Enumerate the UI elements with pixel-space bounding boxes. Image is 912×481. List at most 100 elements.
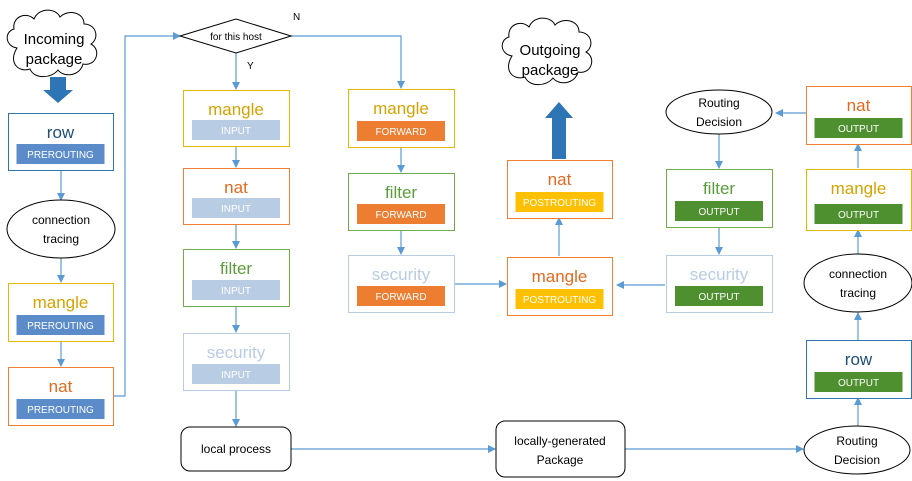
box-security-output-chain-pill [675,286,763,306]
box-mangle-forward-chain-label: FORWARD [375,127,426,138]
ellipse-routing-top: Routing Decision [665,89,773,135]
box-row-prerouting-chain-pill [16,144,105,164]
box-mangle-output-chain-pill [814,204,903,224]
block-arrow-to-outgoing [545,102,573,159]
process-locally-generated: locally-generated Package [495,420,626,478]
box-nat-input-chain-label: INPUT [221,204,251,215]
box-nat-input-title: nat [224,178,248,197]
box-mangle-output-title: mangle [831,179,887,198]
box-mangle-input-title: mangle [208,100,264,119]
cloud-incoming-line2: package [26,51,83,68]
ellipse-conntrack-left-line2: tracing [43,232,79,246]
box-mangle-prerouting-chain-pill [16,315,105,335]
process-locally-generated-line1: locally-generated [514,434,605,448]
box-nat-output-chain-pill [814,118,903,138]
ellipse-routing-bottom-line1: Routing [836,434,877,448]
block-arrows [43,77,573,159]
box-nat-postrouting-chain-label: POSTROUTING [523,198,597,209]
box-mangle-forward-title: mangle [373,99,429,118]
ellipse-conntrack-left-line1: connection [32,213,90,227]
box-mangle-postrouting-chain-label: POSTROUTING [523,295,597,306]
box-nat-prerouting-chain-label: PREROUTING [27,405,94,416]
box-filter-forward-title: filter [385,183,417,202]
box-row-prerouting-chain-label: PREROUTING [27,150,94,161]
box-filter-forward-chain-pill [357,204,445,224]
box-security-input-chain-label: INPUT [221,370,251,381]
box-nat-postrouting-title: nat [548,170,572,189]
decision-no-label: N [293,12,300,23]
decision-yes-label: Y [247,61,254,72]
box-mangle-prerouting-title: mangle [33,293,89,312]
box-row-output-chain-label: OUTPUT [838,378,879,389]
box-filter-input-chain-label: INPUT [221,286,251,297]
box-row-output-title: row [845,350,873,369]
ellipse-routing-bottom: Routing Decision [803,425,911,475]
box-security-input-title: security [207,343,266,362]
box-mangle-postrouting-title: mangle [532,267,588,286]
box-nat-output-title: nat [847,96,871,115]
box-nat-postrouting-chain-pill [515,192,604,212]
cloud-incoming-line1: Incoming [24,31,85,48]
box-security-forward-chain-label: FORWARD [375,292,426,303]
cloud-outgoing-line1: Outgoing [520,42,581,59]
box-mangle-forward-chain-pill [357,121,445,141]
box-filter-forward-chain-label: FORWARD [375,210,426,221]
box-mangle-prerouting-chain-label: PREROUTING [27,321,94,332]
box-row-output-chain-pill [814,372,903,392]
ellipse-conntrack-right-line1: connection [829,267,887,281]
box-mangle-output-chain-label: OUTPUT [838,210,879,221]
ellipse-conntrack-right: connection tracing [803,253,912,313]
box-security-output-chain-label: OUTPUT [698,292,739,303]
box-nat-prerouting-title: nat [49,377,73,396]
box-row-prerouting-title: row [47,123,75,142]
box-security-forward-title: security [372,265,431,284]
connectors [57,32,862,453]
cloud-outgoing: Outgoing package [501,17,593,86]
arrow-nat-pre-to-decision [113,32,181,397]
ellipse-routing-bottom-line2: Decision [834,453,880,467]
decision-for-this-host: for this host Y N [178,12,300,72]
decision-label: for this host [210,32,262,43]
ellipse-routing-top-line1: Routing [698,96,739,110]
arrow-decision-no-to-mangle-fwd [290,35,405,89]
cloud-shape [6,9,98,78]
box-nat-prerouting-chain-pill [16,399,105,419]
process-local: local process [180,426,292,472]
box-filter-output-chain-label: OUTPUT [698,207,739,218]
box-filter-input-title: filter [220,259,252,278]
box-security-input-chain-pill [192,364,280,384]
block-arrow-into-row [43,77,73,103]
decision-diamond [178,18,293,54]
box-mangle-input-chain-label: INPUT [221,126,251,137]
process-local-label: local process [201,442,271,456]
ellipse-conntrack-left: connection tracing [6,199,116,259]
cloud-shape [501,17,593,86]
box-mangle-postrouting-chain-pill [515,289,604,309]
cloud-outgoing-line2: package [522,62,579,79]
cloud-incoming: Incoming package [6,9,98,78]
ellipse-routing-top-line2: Decision [696,115,742,129]
process-locally-generated-line2: Package [537,453,584,467]
box-security-forward-chain-pill [357,286,445,306]
box-filter-input-chain-pill [192,280,280,300]
box-mangle-input-chain-pill [192,120,280,140]
box-security-output-title: security [690,265,749,284]
